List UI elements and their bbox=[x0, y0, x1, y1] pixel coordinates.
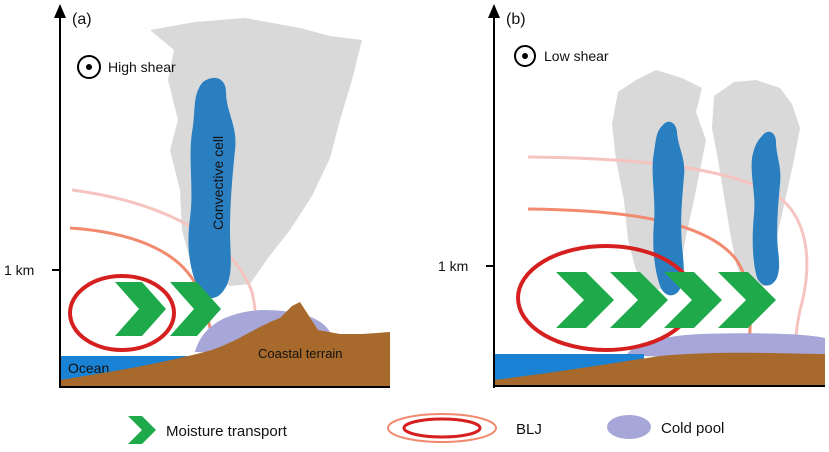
coastal-terrain-label: Coastal terrain bbox=[258, 346, 343, 361]
legend-blj-label: BLJ bbox=[516, 421, 542, 438]
blj-outer-stream-b bbox=[527, 155, 809, 359]
terrain-b bbox=[494, 352, 825, 385]
shear-label-a: High shear bbox=[108, 59, 176, 75]
panel-a: Convective cell Ocean Coastal terrain 1 … bbox=[4, 4, 390, 388]
terrain-a bbox=[60, 302, 390, 386]
cloud-anvil-a bbox=[150, 18, 362, 286]
convective-cell-b1 bbox=[652, 121, 685, 296]
panel-b: 1 km (b) Low shear bbox=[438, 4, 825, 388]
cold-pool-b bbox=[626, 333, 825, 358]
blj-inner-stream-a bbox=[69, 226, 216, 356]
y-axis-arrow-a bbox=[54, 4, 66, 18]
moisture-chevron-a2 bbox=[170, 282, 221, 336]
ocean-label: Ocean bbox=[68, 360, 109, 376]
convective-cell-a bbox=[188, 77, 236, 299]
panel-label-a: (a) bbox=[72, 11, 92, 28]
legend: Moisture transport BLJ Cold pool bbox=[128, 413, 724, 444]
moisture-chevron-b3 bbox=[664, 272, 722, 328]
legend-moisture-label: Moisture transport bbox=[166, 423, 288, 440]
blj-core-ring-a bbox=[68, 274, 176, 352]
convective-cell-b2 bbox=[751, 131, 781, 286]
moisture-chevron-b2 bbox=[610, 272, 668, 328]
chevron-icon bbox=[128, 416, 156, 444]
blj-legend-outer-ring bbox=[387, 413, 497, 443]
moisture-chevron-b1 bbox=[556, 272, 614, 328]
legend-moisture-transport: Moisture transport bbox=[128, 416, 288, 444]
out-of-page-wind-icon bbox=[77, 55, 101, 79]
out-of-page-wind-icon bbox=[514, 45, 536, 67]
moisture-chevron-a1 bbox=[115, 282, 166, 336]
convective-cell-label: Convective cell bbox=[210, 136, 226, 230]
y-axis-arrow-b bbox=[488, 4, 500, 18]
legend-cold-pool: Cold pool bbox=[607, 415, 724, 439]
blj-legend-inner-ring bbox=[402, 417, 482, 439]
panel-label-b: (b) bbox=[506, 11, 526, 28]
moisture-chevron-b4 bbox=[718, 272, 776, 328]
y-tick-label-b: 1 km bbox=[438, 258, 468, 274]
shear-label-b: Low shear bbox=[544, 48, 609, 64]
legend-blj: BLJ bbox=[387, 413, 542, 443]
cold-pool-legend-swatch bbox=[607, 415, 651, 439]
y-tick-label-a: 1 km bbox=[4, 262, 34, 278]
legend-cold-pool-label: Cold pool bbox=[661, 420, 724, 437]
